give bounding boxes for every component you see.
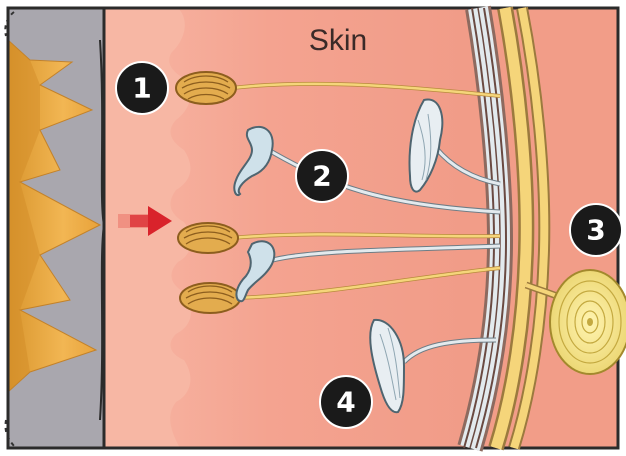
marker-3-label: 3 <box>586 214 605 247</box>
marker-4-label: 4 <box>336 386 355 419</box>
skin-title: Skin <box>309 24 367 57</box>
marker-2-label: 2 <box>312 160 331 193</box>
marker-1: 1 <box>116 62 168 114</box>
marker-2: 2 <box>296 150 348 202</box>
marker-4: 4 <box>320 376 372 428</box>
marker-1-label: 1 <box>132 72 151 105</box>
pacinian-corpuscle <box>550 270 626 374</box>
marker-3: 3 <box>570 204 622 256</box>
